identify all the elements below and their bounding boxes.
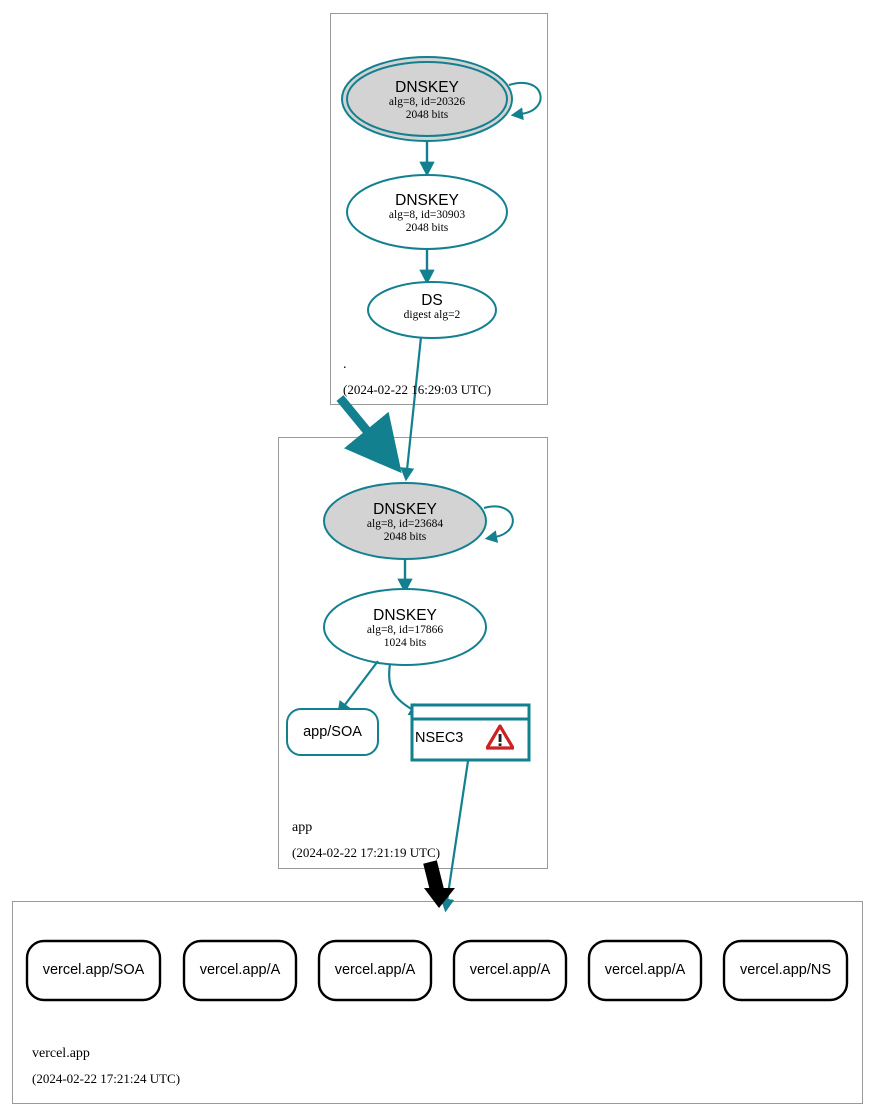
node-app-soa-label: app/SOA: [303, 724, 362, 740]
zone-label-app-timestamp: (2024-02-22 17:21:19 UTC): [292, 845, 441, 860]
node-app-zsk[interactable]: [323, 588, 487, 666]
node-rr-4[interactable]: [452, 939, 568, 1002]
zone-label-vercel-app-name: vercel.app: [32, 1046, 90, 1061]
node-rr-6[interactable]: [722, 939, 849, 1002]
zone-label-vercel-app-timestamp: (2024-02-22 17:21:24 UTC): [32, 1071, 181, 1086]
node-rr-3[interactable]: [317, 939, 433, 1002]
node-app-nsec3[interactable]: [410, 703, 531, 762]
node-rr-2[interactable]: [182, 939, 298, 1002]
node-app-nsec3-label: NSEC3: [415, 730, 464, 746]
node-rr-5[interactable]: [587, 939, 703, 1002]
edge-zone-delegation-root-to-app: [336, 395, 402, 474]
node-rr-2-label: vercel.app/A: [199, 962, 281, 978]
zone-label-root-name: .: [343, 357, 347, 372]
node-rr-1-label: vercel.app/SOA: [42, 962, 145, 978]
node-app-ksk[interactable]: [323, 482, 487, 560]
edge-root-ds-to-app-ksk: [400, 336, 423, 482]
zone-box-app: [278, 437, 548, 869]
warning-triangle-icon[interactable]: [485, 724, 515, 750]
node-rr-6-label: vercel.app/NS: [739, 962, 832, 978]
edge-app-nsec3-to-vercel-app-zone: [440, 760, 470, 913]
node-root-zsk[interactable]: [346, 174, 508, 250]
edge-app-zsk-to-app-nsec3: [388, 663, 423, 716]
node-rr-4-label: vercel.app/A: [469, 962, 551, 978]
node-rr-5-label: vercel.app/A: [604, 962, 686, 978]
zone-box-root: [330, 13, 548, 405]
zone-label-app-name: app: [292, 820, 313, 835]
node-root-ksk[interactable]: [341, 56, 513, 142]
node-rr-3-label: vercel.app/A: [334, 962, 416, 978]
node-app-soa[interactable]: [286, 708, 379, 756]
edge-app-zsk-to-app-soa: [337, 660, 379, 716]
node-root-ds[interactable]: [367, 281, 497, 339]
node-rr-1[interactable]: [25, 939, 162, 1002]
edge-app-ksk-self-signature: [483, 505, 514, 543]
edge-zone-delegation-app-to-vercel-app: [423, 860, 455, 908]
edge-root-ksk-self-signature: [508, 82, 542, 121]
zone-label-root-timestamp: (2024-02-22 16:29:03 UTC): [343, 382, 492, 397]
